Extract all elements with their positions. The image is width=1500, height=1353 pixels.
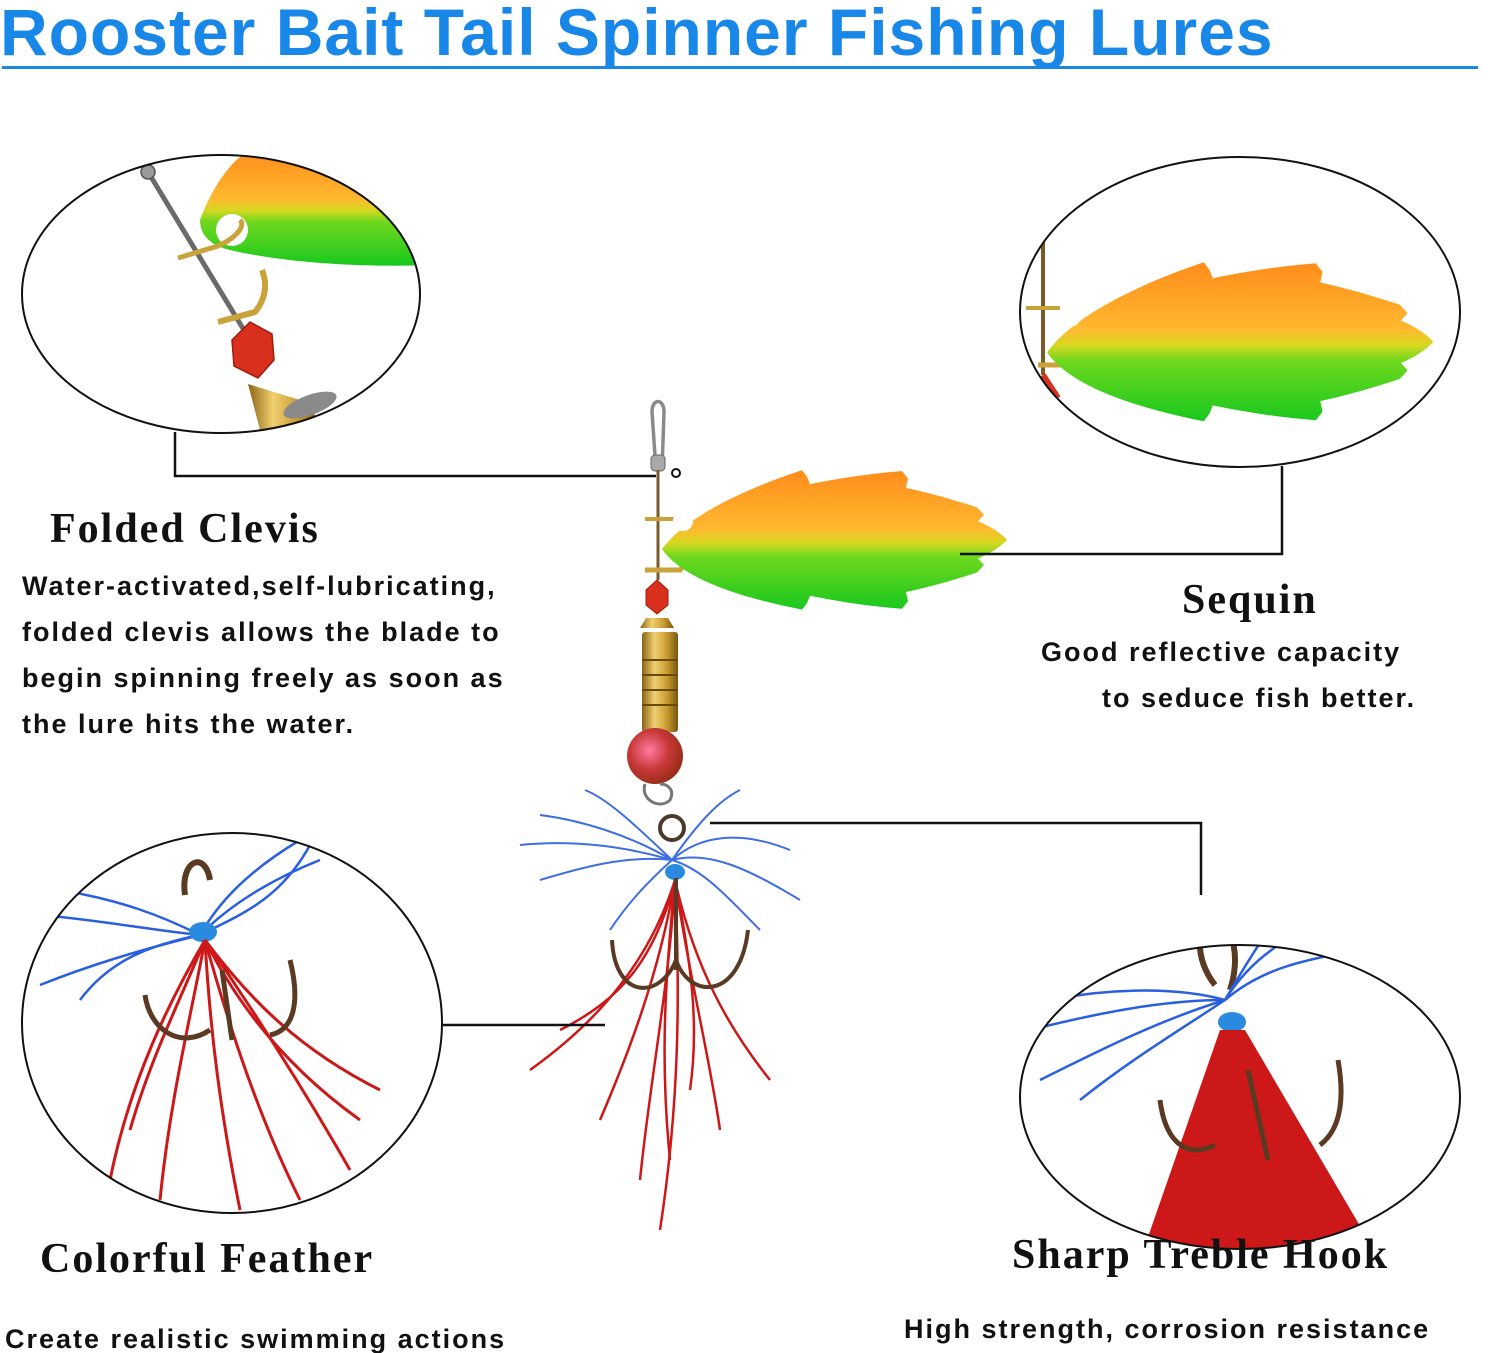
folded-clevis-description: Water-activated,self-lubricating, folded… (22, 563, 505, 747)
sharp-treble-hook-heading: Sharp Treble Hook (1012, 1232, 1390, 1278)
connector-hook (710, 821, 1203, 895)
sequin-description-line-1: Good reflective capacity (1041, 637, 1402, 667)
connector-lines (173, 432, 1284, 1027)
folded-clevis-heading: Folded Clevis (50, 506, 320, 552)
sequin-inset (1019, 156, 1461, 468)
connector-sequin (960, 466, 1284, 556)
sequin-description-line-2: to seduce fish better. (1102, 683, 1417, 713)
description-line: the lure hits the water. (22, 709, 356, 739)
description-line: Water-activated,self-lubricating, (22, 571, 497, 601)
page-title: Rooster Bait Tail Spinner Fishing Lures (0, 0, 1274, 69)
description-line: begin spinning freely as soon as (22, 663, 505, 693)
title-underline (2, 66, 1478, 69)
connector-clevis (173, 432, 656, 478)
hook-inset (1019, 944, 1461, 1250)
sharp-treble-hook-description: High strength, corrosion resistance (904, 1314, 1431, 1344)
center-lure (519, 399, 1007, 1231)
clevis-inset (21, 154, 421, 434)
colorful-feather-description: Create realistic swimming actions (5, 1324, 507, 1353)
sequin-heading: Sequin (1182, 577, 1318, 623)
feather-inset (21, 832, 443, 1214)
colorful-feather-heading: Colorful Feather (40, 1236, 375, 1282)
description-line: folded clevis allows the blade to (22, 617, 501, 647)
